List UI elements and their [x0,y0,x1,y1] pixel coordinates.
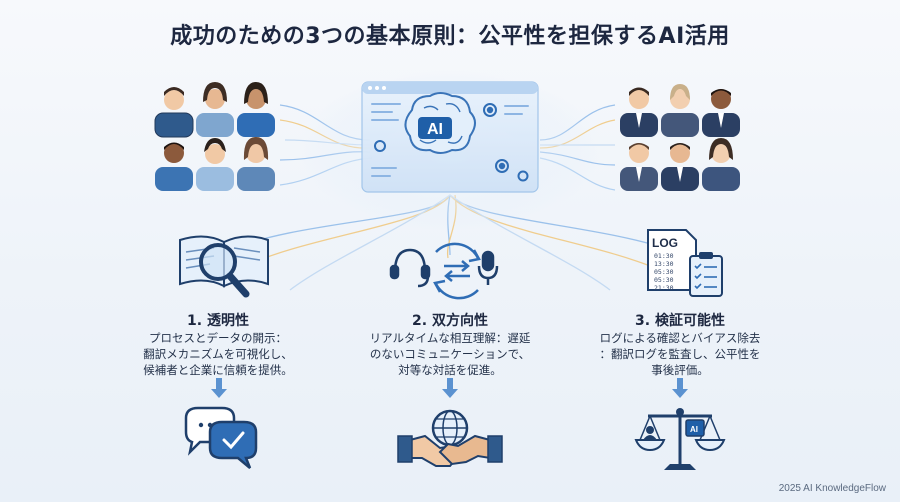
log-time: 05:30 [654,268,674,276]
column-description-bidirectional: リアルタイムな相互理解：遅延 のないコミュニケーションで、 対等な対話を促進。 [369,331,531,377]
person-avatar [237,137,275,191]
people-group-right [620,84,740,191]
person-avatar [154,87,194,138]
column-title-transparency: 1. 透明性 [187,313,249,329]
log-time: 21:30 [654,284,674,292]
people-group-left [154,82,275,191]
handshake-globe-icon [397,409,503,467]
brain-icon [404,92,476,154]
person-avatar [620,143,658,191]
scales-ai-icon [634,408,726,470]
ai-chip-label: AI [427,121,443,138]
person-avatar [620,87,658,137]
log-checklist-icon [647,229,723,297]
scales-ai-chip-label: AI [690,425,698,434]
magnifier-book-icon [179,235,269,298]
log-label: LOG [652,236,678,250]
person-avatar [702,89,740,137]
ai-translation-panel [361,81,539,193]
column-title-verifiability: 3. 検証可能性 [635,313,725,329]
person-avatar [661,84,699,137]
log-time: 01:30 [654,252,674,260]
column-description-transparency: プロセスとデータの開示： 翻訳メカニズムを可視化し、 候補者と企業に信頼を提供。 [143,331,293,377]
column-description-verifiability: ログによる確認とバイアス除去 ：翻訳ログを監査し、公平性を 事後評価。 [599,331,761,377]
footer-credit: 2025 AI KnowledgeFlow [778,483,886,494]
person-avatar [196,82,234,137]
gear-icon [374,103,529,182]
person-avatar [155,142,193,191]
person-avatar [702,138,740,191]
person-avatar [237,82,275,137]
log-time: 13:30 [654,260,674,268]
column-title-bidirectional: 2. 双方向性 [412,313,488,329]
person-avatar [661,143,699,191]
down-arrow-icon [211,378,688,398]
headset-sync-mic-icon [389,242,499,300]
person-avatar [196,138,234,191]
page-title: 成功のための3つの基本原則：公平性を担保するAI活用 [170,24,730,49]
chat-check-icon [184,406,258,469]
log-time: 05:30 [654,276,674,284]
